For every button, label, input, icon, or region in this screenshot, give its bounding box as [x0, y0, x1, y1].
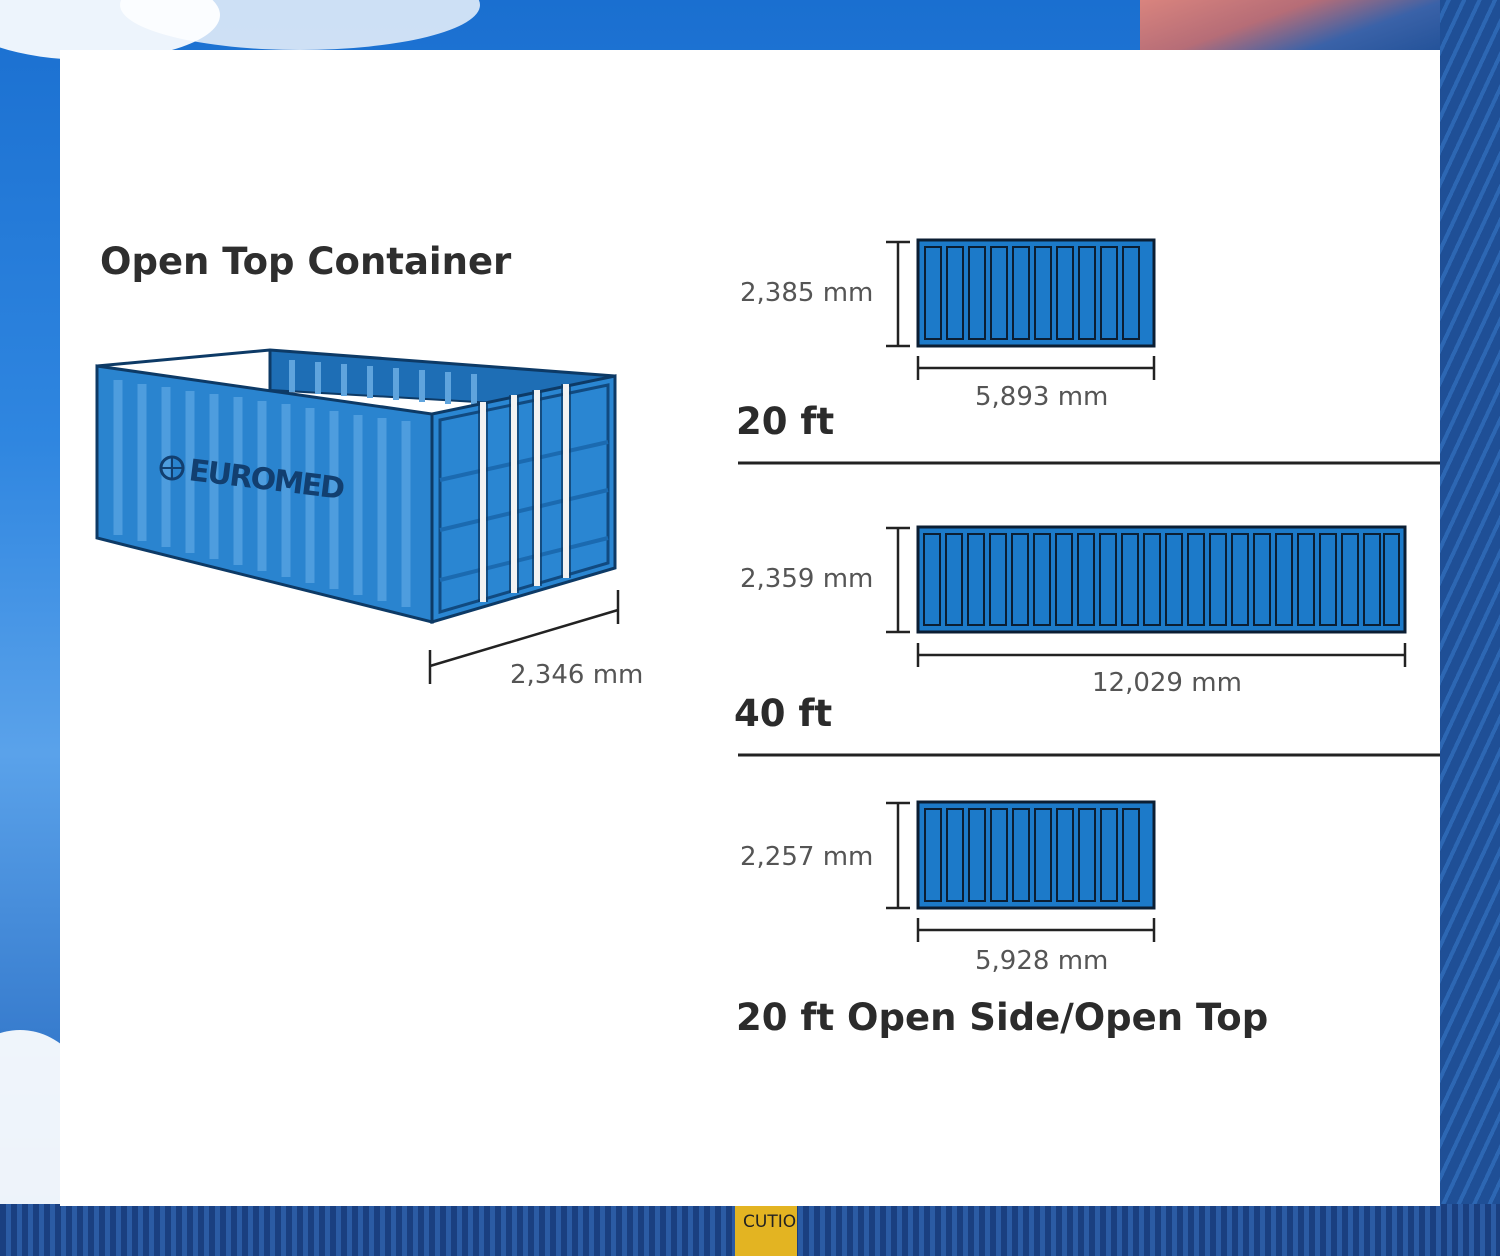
length-label-20ft-open: 5,928 mm	[975, 946, 1109, 976]
height-dimension-20ft-open	[886, 801, 910, 910]
open-top-container-illustration: EUROMED	[95, 348, 620, 684]
width-label: 2,346 mm	[510, 660, 644, 690]
door-locking-bars-outline	[478, 384, 571, 602]
length-dimension-20ft-open	[916, 918, 1156, 942]
length-label-40ft: 12,029 mm	[1092, 668, 1242, 698]
length-label-20ft: 5,893 mm	[975, 382, 1109, 412]
container-20ft-open-body	[916, 800, 1156, 910]
container-door-end	[430, 374, 617, 625]
inner-wall-ribs	[289, 360, 477, 406]
page-title: Open Top Container	[100, 240, 512, 283]
container-40ft-body	[916, 525, 1407, 634]
info-panel: Open Top Container	[60, 50, 1440, 1206]
width-dimension-line	[428, 590, 620, 684]
height-label-20ft: 2,385 mm	[740, 278, 874, 308]
caution-sign: CUTION	[735, 1206, 797, 1256]
door-locking-bars	[480, 384, 569, 602]
height-dimension-40ft	[886, 526, 910, 634]
section-label-40ft: 40 ft	[734, 692, 833, 735]
container-20ft-body	[916, 238, 1156, 348]
container-stack-top-right	[1140, 0, 1440, 50]
height-label-20ft-open: 2,257 mm	[740, 842, 874, 872]
container-door-frame	[438, 383, 610, 614]
section-label-20ft-open-side-open-top: 20 ft Open Side/Open Top	[736, 996, 1269, 1039]
section-label-20ft: 20 ft	[736, 400, 835, 443]
length-dimension-40ft	[916, 643, 1407, 667]
height-dimension-20ft	[886, 240, 910, 348]
door-ribs	[439, 440, 609, 582]
length-dimension-20ft	[916, 356, 1156, 380]
height-label-40ft: 2,359 mm	[740, 564, 874, 594]
